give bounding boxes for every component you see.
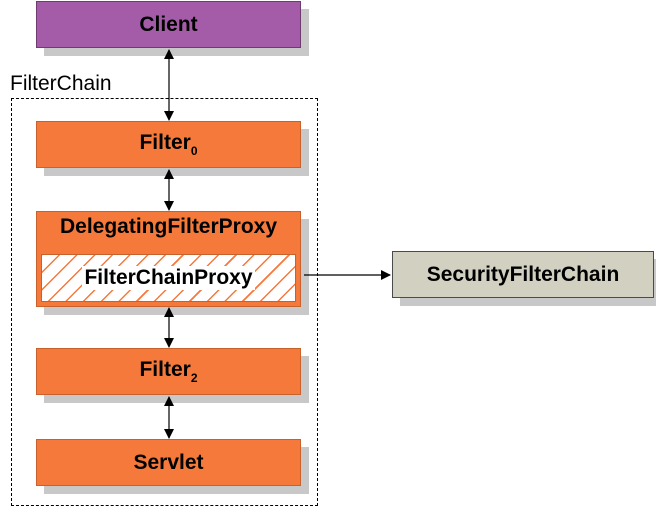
servlet-label: Servlet — [133, 450, 204, 474]
delegating-filter-proxy-box: DelegatingFilterProxy FilterChainProxy — [36, 211, 301, 307]
filter0-label: Filter0 — [139, 131, 198, 158]
client-label: Client — [139, 12, 198, 36]
filter0-subscript: 0 — [190, 144, 198, 158]
filter0-box: Filter0 — [36, 121, 301, 168]
filter-chain-title: FilterChain — [10, 72, 112, 95]
client-box: Client — [36, 1, 301, 48]
filter2-box: Filter2 — [36, 348, 301, 395]
security-filter-chain-label: SecurityFilterChain — [426, 262, 620, 286]
filter2-label: Filter2 — [139, 358, 198, 385]
filter2-subscript: 2 — [190, 371, 198, 385]
filter-chain-proxy-label: FilterChainProxy — [82, 266, 255, 290]
security-filter-chain-box: SecurityFilterChain — [392, 251, 654, 298]
delegating-filter-proxy-label: DelegatingFilterProxy — [59, 215, 278, 238]
filter-chain-proxy-box: FilterChainProxy — [41, 254, 296, 302]
servlet-box: Servlet — [36, 439, 301, 486]
